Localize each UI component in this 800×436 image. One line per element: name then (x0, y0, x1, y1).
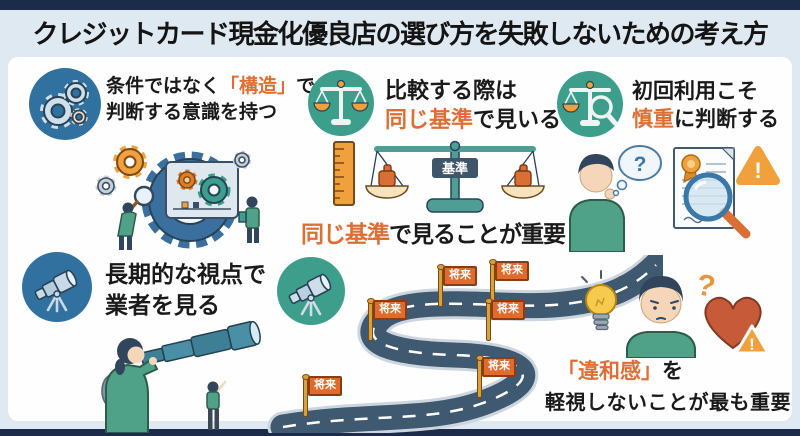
heart-warning: ! (704, 296, 770, 355)
warning-triangle-icon (734, 324, 770, 355)
big-telescope (140, 320, 261, 366)
intuition-caption-line1: 「違和感」を (557, 360, 683, 383)
scale-ruler-illustration: 基準 (333, 140, 545, 213)
long-term-heading-line1: 長期的な視点で (105, 261, 266, 287)
intuition-illustration: ? ! (576, 268, 770, 358)
document-check-illustration: ? ! (569, 145, 780, 252)
intuition-caption-line2: 軽視しないことが最も重要 (545, 392, 791, 414)
scale-magnifier-icon (557, 71, 623, 137)
top-frame-bar (0, 0, 800, 10)
small-pointing-person (206, 380, 227, 430)
flag-label: 将来 (373, 300, 407, 320)
first-use-heading-line2: 慎重に判断する (632, 108, 779, 131)
gear-big-icon (40, 93, 76, 129)
flag-label: 将来 (482, 357, 516, 377)
long-term-heading-line2: 業者を見る (105, 292, 220, 318)
balance-scale-icon (308, 70, 374, 136)
weight-right-icon (514, 164, 532, 187)
lightbulb-icon (576, 270, 626, 331)
flag-label: 将来 (443, 266, 477, 286)
orange-gear-icon (113, 145, 147, 179)
future-flag: 将来 (437, 264, 482, 308)
svg-text:!: ! (749, 335, 755, 354)
warning-triangle-icon: ! (736, 146, 780, 185)
structure-heading: 条件ではなく「構造」で 判断する意識を持つ (106, 74, 315, 126)
gear-medium-icon (63, 80, 89, 106)
machine-panel (165, 161, 239, 219)
panel-teal-gear-icon (197, 173, 231, 207)
telescope-teal-icon (277, 257, 345, 325)
telescope-viewing-illustration (101, 320, 261, 433)
same-basis-heading: 比較する際は 同じ基準で見いる (385, 76, 561, 134)
ruler-icon (333, 141, 355, 206)
small-gear-right-icon (232, 150, 252, 170)
future-flag: 将来 (489, 259, 534, 303)
first-use-heading-line1: 初回利用こそ (632, 80, 758, 103)
magnifier-icon (683, 172, 751, 239)
question-mark-icon: ? (694, 268, 718, 304)
future-flag: 将来 (476, 355, 521, 399)
future-flag: 将来 (367, 298, 412, 342)
gear-small-icon (70, 108, 88, 126)
telescope-icon (22, 252, 92, 322)
thinking-person (569, 153, 625, 252)
future-flag: 将来 (302, 374, 347, 418)
page-title-text: クレジットカード現金化優良店の選び方を失敗しないための考え方 (32, 19, 769, 49)
flag-label: 将来 (491, 300, 525, 320)
question-mark-icon: ? (634, 153, 647, 176)
worried-person (626, 276, 696, 358)
svg-text:!: ! (754, 158, 761, 183)
flag-label: 将来 (495, 261, 529, 281)
road-center-line (282, 264, 657, 429)
future-flag: 将来 (485, 298, 530, 342)
bottom-frame-bar (0, 429, 800, 436)
scale-basis-label: 基準 (441, 161, 468, 176)
magnifier-glyph (589, 95, 618, 126)
same-basis-heading-line2: 同じ基準で見いる (385, 107, 562, 132)
same-basis-heading-line1: 比較する際は (385, 78, 518, 103)
inspector-right (238, 196, 260, 243)
document (673, 147, 751, 239)
big-balance-scale: 基準 (365, 140, 545, 213)
first-use-heading: 初回利用こそ 慎重に判断する (632, 78, 779, 134)
panel-orange-gear-icon (176, 169, 198, 191)
page-title: クレジットカード現金化優良店の選び方を失敗しないための考え方 (0, 14, 800, 51)
inspector-left (117, 185, 155, 250)
structure-heading-line2: 判断する意識を持つ (106, 102, 278, 123)
small-gear-left-icon (95, 175, 117, 197)
long-term-heading: 長期的な視点で 業者を見る (105, 259, 266, 321)
winding-road-illustration (267, 255, 663, 433)
gears-icon (29, 68, 101, 140)
same-basis-caption: 同じ基準で見ることが重要 (301, 221, 566, 247)
machine-inspection-illustration (95, 145, 260, 250)
observer-person (105, 338, 159, 433)
weight-left-icon (378, 164, 396, 187)
structure-heading-line1: 条件ではなく「構造」で (106, 76, 316, 97)
ribbon-badge-icon (681, 154, 701, 184)
thought-bubble: ? (612, 145, 662, 197)
flag-label: 将来 (308, 376, 342, 396)
